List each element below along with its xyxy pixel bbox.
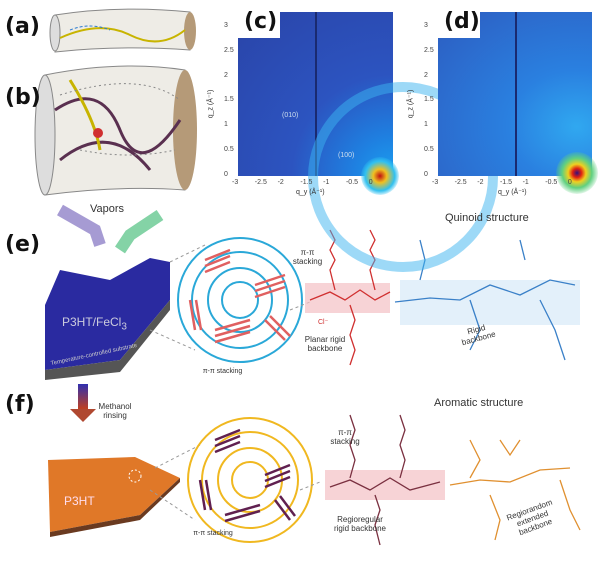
y-tick-label: 3	[424, 21, 428, 29]
x-tick-label: 0	[368, 179, 373, 186]
beam-center	[556, 152, 598, 194]
neutral-polymer-coil	[187, 417, 313, 543]
planar-backbone-label: Planar rigid backbone	[304, 335, 346, 353]
peak-label-010: (010)	[282, 112, 299, 119]
film-label-main: P3HT/FeCl	[62, 315, 122, 329]
quinoid-title: Quinoid structure	[445, 212, 529, 224]
y-tick-label: 1.5	[224, 96, 234, 104]
diffraction-ring-010	[308, 82, 498, 272]
aromatic-structure	[325, 414, 581, 546]
stacking-label-f1: π-π stacking	[330, 428, 360, 446]
y-tick-label: 0	[224, 171, 228, 178]
film-label-sub: 3	[121, 321, 127, 333]
chloride-label: Cl⁻	[318, 319, 329, 326]
panel-label-b: (b)	[5, 85, 41, 110]
d-ylabel: q_z (Å⁻¹)	[407, 89, 415, 119]
x-tick-label: -0.5	[345, 179, 359, 186]
panel-label-e: (e)	[5, 232, 41, 257]
y-tick-label: 0.5	[224, 146, 234, 154]
y-tick-label: 2.5	[424, 46, 434, 54]
x-tick-label: -2.5	[254, 179, 267, 186]
quinoid-structure	[305, 229, 580, 366]
x-tick-label: -1.5	[499, 179, 512, 186]
y-tick-label: 0	[424, 171, 428, 178]
detector-gap-line	[515, 12, 517, 176]
tube-b-illustration	[34, 65, 197, 196]
y-tick-label: 1.5	[424, 96, 434, 104]
y-tick-label: 3	[224, 21, 228, 29]
x-tick-label: -2.5	[454, 179, 467, 186]
panel-label-d: (d)	[444, 9, 480, 34]
panel-label-c: (c)	[244, 9, 278, 34]
x-tick-label: -0.5	[545, 179, 558, 186]
methanol-arrow	[70, 384, 96, 422]
x-tick-label: -1.5	[300, 179, 313, 186]
giwaxs-plot-d	[438, 12, 598, 194]
giwaxs-plot-c: (010) (100)	[238, 12, 498, 272]
c-xlabel: q_y (Å⁻¹)	[296, 189, 325, 196]
regioregular-label: Regioregular rigid backbone	[333, 515, 387, 533]
x-tick-label: -2	[477, 179, 484, 186]
y-tick-label: 2.5	[224, 46, 234, 54]
x-tick-label: -2	[277, 179, 284, 186]
panel-label-a: (a)	[5, 14, 40, 39]
stacking-label-e2: π-π stacking	[202, 368, 243, 375]
film-label-e: P3HT/FeCl3	[62, 315, 127, 332]
x-tick-label: -3	[232, 179, 239, 186]
film-label-f: P3HT	[64, 494, 95, 508]
d-xlabel: q_y (Å⁻¹)	[498, 189, 527, 196]
y-tick-label: 1	[224, 121, 228, 129]
x-tick-label: -1	[522, 179, 529, 186]
x-tick-label: -3	[432, 179, 439, 186]
aromatic-title: Aromatic structure	[434, 397, 524, 409]
beam-center	[361, 157, 399, 195]
p3ht-fecl3-film-illustration	[45, 204, 170, 380]
detector-gap-line	[315, 12, 317, 176]
peak-label-100: (100)	[338, 152, 355, 159]
methanol-rinsing-label: Methanol rinsing	[98, 402, 132, 420]
p3ht-film-illustration	[48, 457, 180, 537]
stacking-label-e1: π-π stacking	[292, 248, 323, 266]
doped-polymer-coil	[177, 237, 303, 363]
panel-label-f: (f)	[5, 392, 35, 417]
vapors-label: Vapors	[90, 203, 125, 215]
stacking-label-f2: π-π stacking	[193, 530, 233, 537]
x-tick-label: -1	[323, 179, 330, 186]
y-tick-label: 1	[424, 121, 428, 129]
tube-a-illustration	[49, 8, 196, 53]
y-tick-label: 2	[224, 71, 228, 79]
x-tick-label: 0	[567, 179, 572, 186]
c-ylabel: q_z (Å⁻¹)	[207, 89, 215, 119]
y-tick-label: 2	[424, 71, 428, 79]
y-tick-label: 0.5	[424, 146, 434, 154]
